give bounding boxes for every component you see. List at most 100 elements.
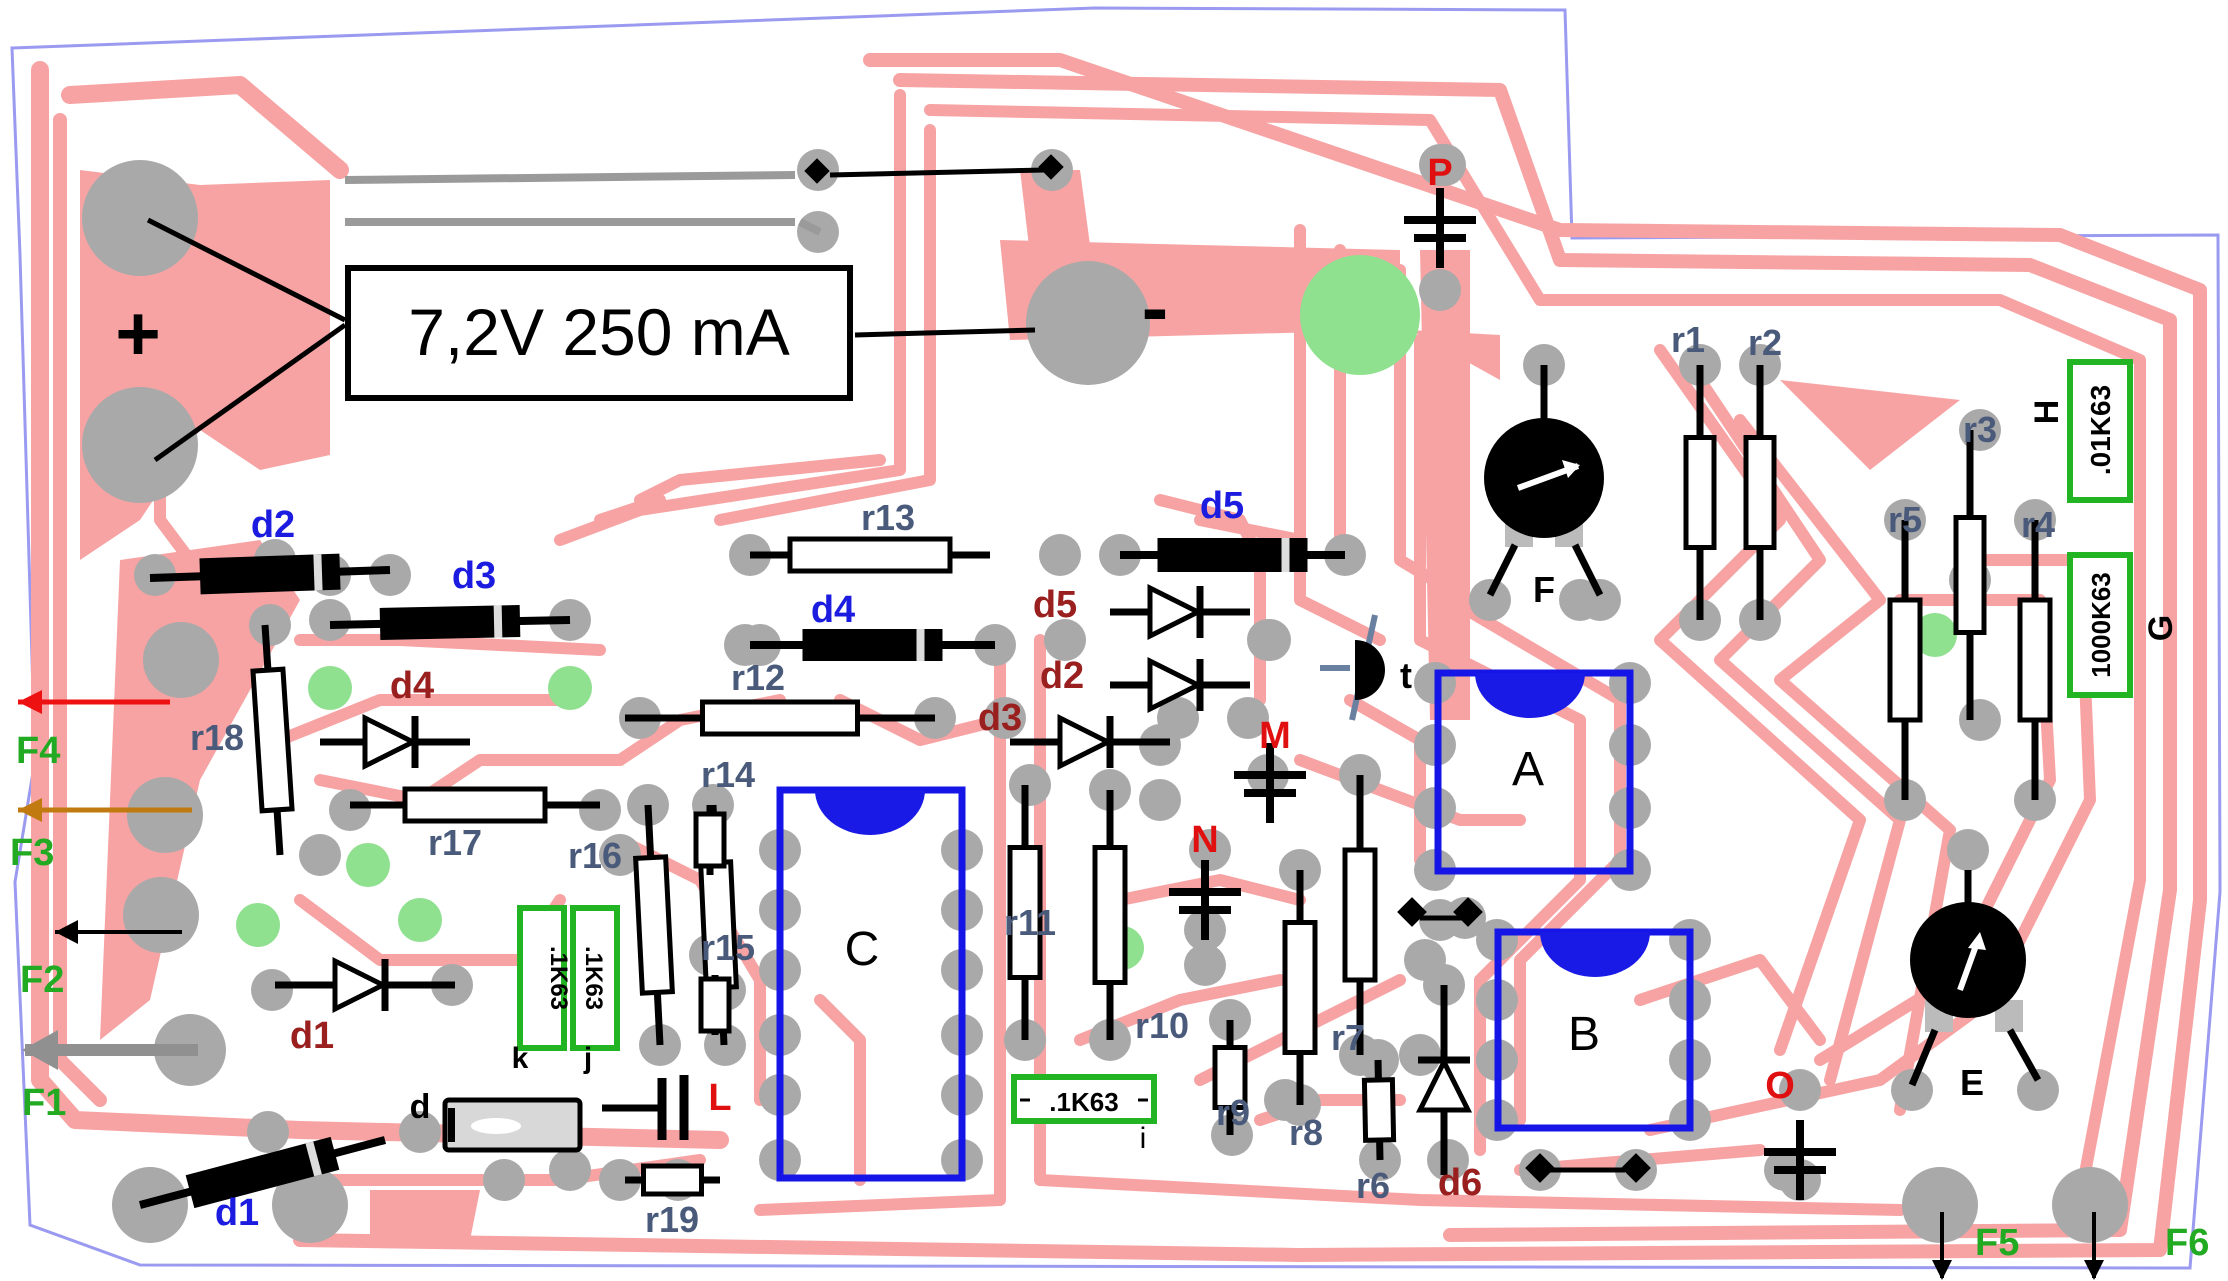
power-supply-label: 7,2V 250 mA [408,295,790,369]
ic-A: A [1434,669,1634,875]
capacitor-L: L [602,1075,732,1140]
diode-d: d [410,1088,583,1153]
component-label: d3 [452,555,496,597]
pad-large [127,777,203,853]
pad [1404,939,1446,981]
component-label: r14 [701,754,755,795]
capacitor-G-ref: G [2142,615,2180,641]
component-label: d4 [811,589,855,631]
component-label: r9 [1216,1092,1250,1133]
resistor-body [1282,920,1318,1055]
diode-symbol [1110,656,1250,714]
resistor-body [700,699,860,737]
pad [1469,579,1511,621]
pad [1959,699,2001,741]
resistor-body [1007,845,1043,980]
pad-large [1902,1167,1978,1243]
resistor-body [1212,1045,1248,1110]
output-F5: F5 [1975,1222,2019,1264]
transistor-label: t [1400,655,1412,696]
pad [599,834,641,876]
plus-sign: + [115,289,161,377]
trimmer-F-label: F [1533,569,1555,610]
capacitor-k-ref: k [512,1042,529,1075]
diode-band [493,605,503,638]
component-label: d5 [1033,584,1077,626]
pad [1189,829,1231,871]
diode-band [916,629,925,661]
diode-d-label: d [410,1088,431,1126]
pad [1419,269,1461,311]
diode-symbol [320,713,470,771]
via-green [346,843,390,887]
via-green [548,666,592,710]
ic-C: C [776,786,966,1182]
pad-large [82,387,198,503]
pad-large [1026,261,1150,385]
jumpers [1397,897,1651,1183]
diode-body [199,553,341,595]
component-label: r12 [731,657,785,698]
component-label: r4 [2021,504,2055,545]
pad [1891,1069,1933,1111]
capacitor-j: .1K63 j [570,905,620,1075]
pad-large [2052,1167,2128,1243]
capacitor-j-value: .1K63 [580,946,607,1010]
component-label: r16 [568,835,622,876]
resistor-body [1683,435,1717,550]
pad [2017,1069,2059,1111]
component-label: r6 [1356,1165,1390,1206]
resistor-body [1953,515,1987,635]
component-label: M [1259,715,1291,757]
pad [1139,779,1181,821]
capacitor-G-value: 1000K63 [2086,572,2116,678]
pad [1227,697,1269,739]
component-label: r5 [1888,499,1922,540]
pad [549,1149,591,1191]
resistor-body [693,811,727,869]
pad [1009,764,1051,806]
capacitor-G: 1000K63 G [2067,552,2180,698]
resistor-body [641,1163,704,1197]
pad-green-large [1300,255,1420,375]
resistor-body [1743,435,1777,550]
ic-C-label: C [845,923,880,976]
diode-symbol [275,956,455,1014]
via-green [308,666,352,710]
pad [483,1159,525,1201]
capacitor-L-label: L [708,1077,731,1119]
component-label: r19 [645,1199,699,1240]
resistor-body [2017,597,2053,723]
component-label: r18 [190,717,244,758]
pad [984,697,1026,739]
trimmer-E: E [1908,870,2042,1103]
capacitor-j-ref: j [583,1042,592,1075]
component-label: N [1191,819,1218,861]
output-F6: F6 [2165,1222,2209,1264]
capacitor-H: .01K63 H [2028,359,2133,503]
resistor-body [1887,597,1923,723]
capacitor-k-value: .1K63 [545,946,572,1010]
pad-large [143,622,219,698]
pad [309,599,351,641]
component-label: r2 [1748,322,1782,363]
component-label: d2 [1040,655,1084,697]
pad [1044,619,1086,661]
capacitor-i-value: .1K63 [1049,1087,1118,1117]
component-label: r11 [1004,902,1056,943]
pad [1264,1079,1306,1121]
pad [579,789,621,831]
capacitor-H-ref: H [2028,400,2066,425]
pad [1424,144,1466,186]
pad [399,1111,441,1153]
component-label: d1 [215,1192,259,1234]
pad [1427,1139,1469,1181]
capacitor-k: .1K63 k [512,905,572,1075]
output-labels: F1 F2 F3 F4 F5 F6 [10,730,2209,1264]
pad [369,554,411,596]
component-label: r1 [1671,319,1705,360]
output-F2: F2 [20,959,64,1001]
component-label: d1 [290,1015,334,1057]
